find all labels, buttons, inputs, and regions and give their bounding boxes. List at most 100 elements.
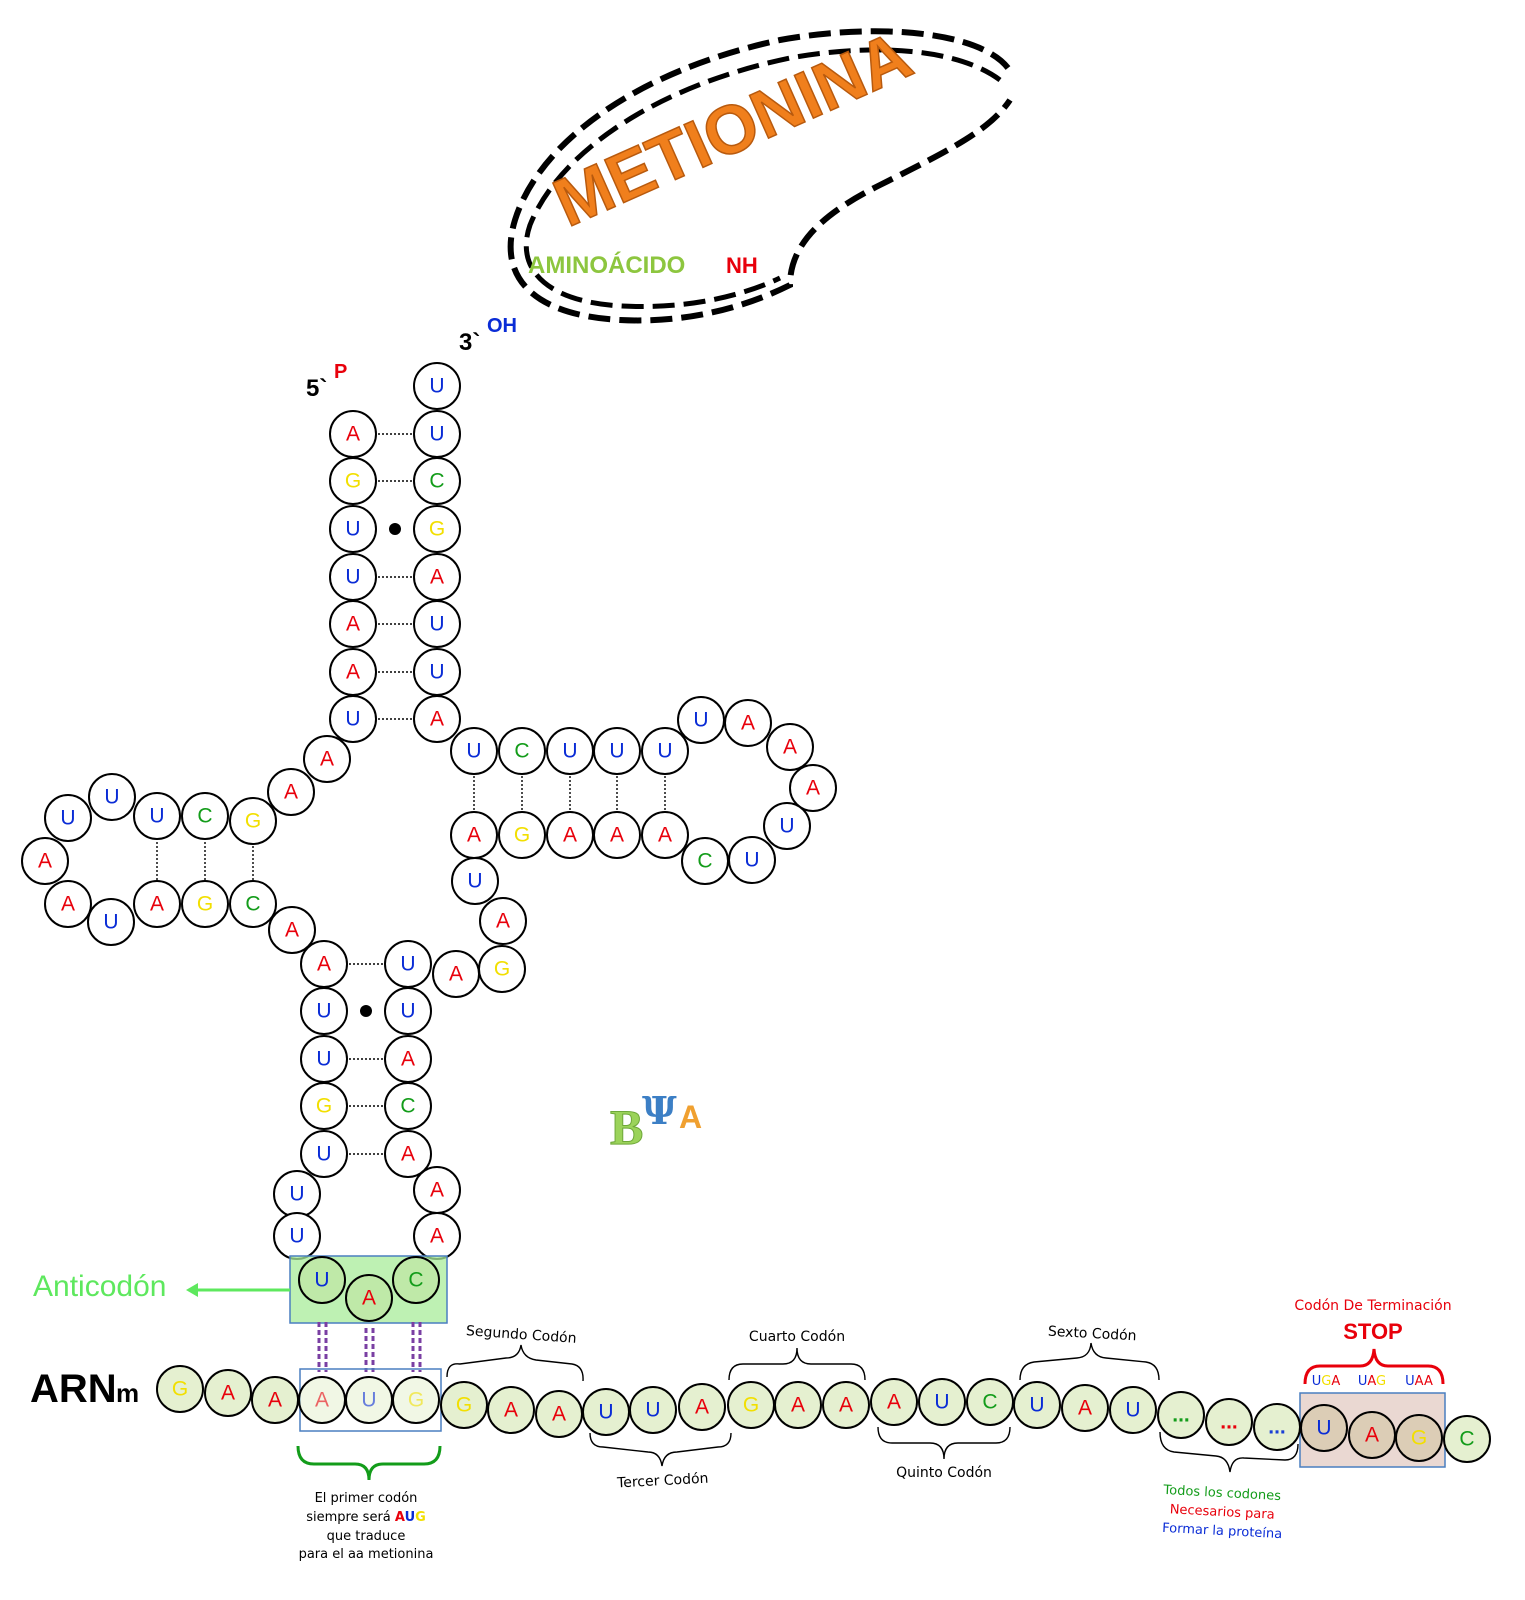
mrna-nucleotide-circle: [822, 1381, 870, 1429]
acceptor-5-nucleotide-letter: A: [346, 613, 360, 636]
anticodon-stem-left-nucleotide-circle: [300, 987, 348, 1035]
d-arm-top-nucleotide-letter: C: [197, 805, 212, 828]
mrna-nucleotide-circle: [918, 1378, 966, 1426]
t-loop-nucleotide: U: [763, 802, 811, 850]
t-arm-bottom-nucleotide-letter: A: [563, 824, 577, 847]
junction-nucleotide-circle: [267, 768, 315, 816]
mrna-nucleotide: A: [678, 1383, 726, 1431]
t-arm-top-nucleotide-circle: [641, 727, 689, 775]
anticodon-stem-right-nucleotide-letter: A: [401, 1143, 415, 1166]
anticodon-stem-right-nucleotide-circle: [384, 1130, 432, 1178]
d-arm-bottom-nucleotide-letter: A: [61, 893, 75, 916]
acceptor-3-nucleotide-circle: [413, 695, 461, 743]
anticodon-nucleotide: A: [345, 1274, 393, 1322]
first-codon-note-line4: para el aa metionina: [299, 1547, 434, 1562]
t-loop-nucleotide-circle: [724, 699, 772, 747]
mrna-nucleotide-letter: G: [408, 1389, 424, 1412]
acceptor-3-nucleotide: U: [413, 410, 461, 458]
t-arm-bottom-nucleotide-circle: [593, 811, 641, 859]
mrna-label-sub: m: [116, 1378, 139, 1408]
mrna-nucleotide-letter: ...: [1268, 1416, 1286, 1439]
t-arm-bottom-nucleotide: A: [641, 811, 689, 859]
mrna-nucleotide-letter: A: [887, 1391, 901, 1414]
anticodon-stem-right-nucleotide-letter: C: [400, 1095, 415, 1118]
anticodon-label: Anticodón: [33, 1270, 166, 1303]
t-arm-top-nucleotide: U: [593, 727, 641, 775]
mrna-nucleotide-letter: ...: [1172, 1404, 1190, 1427]
aminoacid-nh-label: NH: [726, 253, 758, 278]
d-arm-top-nucleotide-circle: [44, 794, 92, 842]
d-arm-top-nucleotide-letter: U: [60, 807, 75, 830]
bya-logo: B Ψ A: [610, 1088, 703, 1156]
methionine-bubble-inner-dash: [523, 47, 1002, 310]
anticodon-stem-right-nucleotide: A: [384, 1035, 432, 1083]
d-arm-bottom-nucleotide-circle: [44, 880, 92, 928]
d-arm-bottom-nucleotide: A: [133, 880, 181, 928]
anticodon-stem-left-nucleotide-letter: U: [316, 1048, 331, 1071]
anticodon-stem-right-nucleotide-letter: U: [400, 1000, 415, 1023]
t-arm-top-nucleotide-circle: [450, 727, 498, 775]
anticodon-stem-left-nucleotide-letter: U: [289, 1183, 304, 1206]
t-loop-nucleotide-circle: [677, 696, 725, 744]
mrna-nucleotide-letter: C: [1459, 1428, 1474, 1451]
anticodon-arrow-head: [186, 1283, 198, 1297]
variable-loop-nucleotide: G: [478, 945, 526, 993]
anticodon-stem-right-nucleotide: U: [384, 940, 432, 988]
mrna-nucleotide-circle: [1395, 1414, 1443, 1462]
mrna-nucleotide-letter: A: [839, 1394, 853, 1417]
mrna-nucleotide: A: [1061, 1384, 1109, 1432]
mrna-nucleotide-circle: [392, 1376, 440, 1424]
mrna-nucleotide: U: [1109, 1386, 1157, 1434]
t-arm-top-nucleotide-letter: C: [514, 740, 529, 763]
sixth-codon-label: Sexto Codón: [1047, 1324, 1136, 1345]
d-arm-bottom-nucleotide-letter: U: [103, 911, 118, 934]
mrna-nucleotide: A: [1348, 1411, 1396, 1459]
d-arm-bottom-nucleotide: C: [229, 880, 277, 928]
anticodon-nucleotide-letter: A: [362, 1287, 376, 1310]
anticodon-stem-right-nucleotide-circle: [384, 1082, 432, 1130]
t-arm-top-nucleotide-circle: [498, 727, 546, 775]
anticodon-stem-left-nucleotide: A: [300, 940, 348, 988]
anticodon-nucleotide-circle: [298, 1256, 346, 1304]
t-loop-nucleotide-letter: A: [806, 777, 820, 800]
termination-codon-title: Codón De Terminación: [1294, 1298, 1451, 1314]
wobble-pair-dot: [389, 523, 401, 535]
mrna-label: ARN: [30, 1367, 117, 1411]
mrna-nucleotide: A: [870, 1378, 918, 1426]
t-loop-nucleotide-letter: A: [741, 712, 755, 735]
mrna-nucleotide: A: [822, 1381, 870, 1429]
anticodon-nucleotide: C: [392, 1256, 440, 1304]
mrna-nucleotide-letter: G: [172, 1378, 188, 1401]
acceptor-3-nucleotide-letter: A: [430, 708, 444, 731]
mrna-nucleotide: C: [966, 1378, 1014, 1426]
stop-codon-brace: [1303, 1348, 1445, 1385]
t-loop-nucleotide: C: [681, 837, 729, 885]
t-arm-bottom-nucleotide-letter: G: [514, 824, 530, 847]
mrna-nucleotide-letter: ...: [1220, 1411, 1238, 1434]
mrna-nucleotide-letter: A: [315, 1389, 329, 1412]
d-arm-bottom-nucleotide-letter: C: [245, 893, 260, 916]
acceptor-5-nucleotide: A: [329, 600, 377, 648]
stop-codon-letter: A: [1415, 1374, 1424, 1389]
t-loop-nucleotide-letter: A: [783, 736, 797, 759]
acceptor-5-nucleotide: U: [329, 505, 377, 553]
anticodon-stem-left-nucleotide: U: [273, 1170, 321, 1218]
anticodon-stem-right-nucleotide: A: [413, 1166, 461, 1214]
d-arm-bottom-nucleotide-circle: [181, 880, 229, 928]
t-loop-nucleotide: U: [677, 696, 725, 744]
acceptor-3-nucleotide: U: [413, 648, 461, 696]
acceptor-3-nucleotide-circle: [413, 600, 461, 648]
third-codon-label: Tercer Codón: [616, 1471, 709, 1492]
anticodon-stem-left-nucleotide: U: [300, 1130, 348, 1178]
t-arm-bottom-nucleotide: A: [450, 811, 498, 859]
acceptor-3-nucleotide: A: [413, 695, 461, 743]
anticodon-nucleotide: U: [298, 1256, 346, 1304]
acceptor-5-nucleotide: A: [329, 410, 377, 458]
note-letter-u: U: [405, 1510, 416, 1525]
mrna-nucleotide-circle: [1300, 1404, 1348, 1452]
mrna-nucleotide-letter: U: [934, 1391, 949, 1414]
d-arm-bottom-nucleotide-letter: G: [197, 893, 213, 916]
stop-codon-letter: U: [1405, 1374, 1415, 1389]
t-arm-top-nucleotide-circle: [593, 727, 641, 775]
